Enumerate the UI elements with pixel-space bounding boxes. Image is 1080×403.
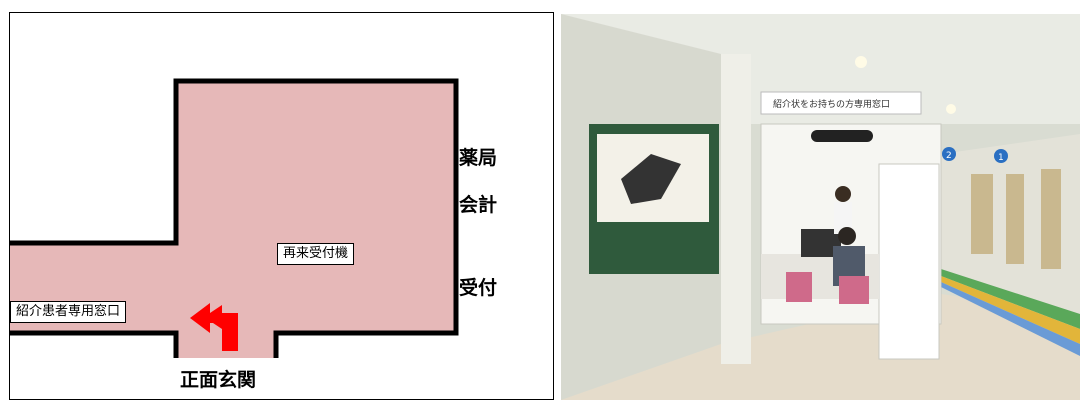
- floor-map: 薬局 会計 受付 正面玄関 再来受付機 紹介患者専用窓口: [9, 12, 554, 400]
- floor-line-yellow: [941, 276, 1080, 344]
- floor: [561, 294, 1080, 400]
- display-strip: [811, 130, 873, 142]
- chair: [839, 276, 869, 304]
- entrance-label: 正面玄関: [180, 369, 257, 391]
- pharmacy-label: 薬局: [459, 147, 498, 169]
- ceiling-light: [855, 56, 867, 68]
- entrance-arrow-icon: [190, 303, 238, 351]
- wall-left-upper: [10, 78, 276, 246]
- wall-right: [273, 78, 459, 358]
- door-2: [1006, 174, 1024, 264]
- poster-map-shape: [621, 154, 681, 204]
- floor-line-blue: [941, 282, 1080, 356]
- cashier-label: 会計: [459, 194, 498, 216]
- floor-plan-drawing: [10, 78, 459, 358]
- reception-label: 受付: [459, 277, 498, 299]
- reentry-machine-label: 再来受付機: [277, 243, 355, 265]
- floor-area: [10, 81, 456, 358]
- hallway-photo-drawing: 紹介状をお持ちの方専用窓口 2 1: [561, 14, 1080, 400]
- door-3: [1041, 169, 1061, 269]
- hallway-photo: 紹介状をお持ちの方専用窓口 2 1: [561, 14, 1080, 400]
- marker-1-text: 2: [946, 151, 952, 161]
- patient-head: [838, 227, 856, 245]
- marker-2-icon: [994, 149, 1008, 163]
- staff-head: [835, 186, 851, 202]
- referral-sign: [760, 91, 922, 115]
- booth-partition: [878, 163, 940, 360]
- floor-line-green: [941, 269, 1080, 329]
- door-1: [971, 174, 993, 254]
- ceiling-light: [946, 104, 956, 114]
- marker-1-icon: [942, 147, 956, 161]
- marker-2-text: 1: [998, 153, 1004, 163]
- referral-sign-text: 紹介状をお持ちの方専用窓口: [773, 98, 890, 110]
- staff-body: [834, 202, 852, 234]
- pillar: [721, 54, 751, 364]
- chair: [786, 272, 812, 302]
- referral-window-label: 紹介患者専用窓口: [10, 301, 127, 323]
- wall-bottom-left: [10, 330, 179, 358]
